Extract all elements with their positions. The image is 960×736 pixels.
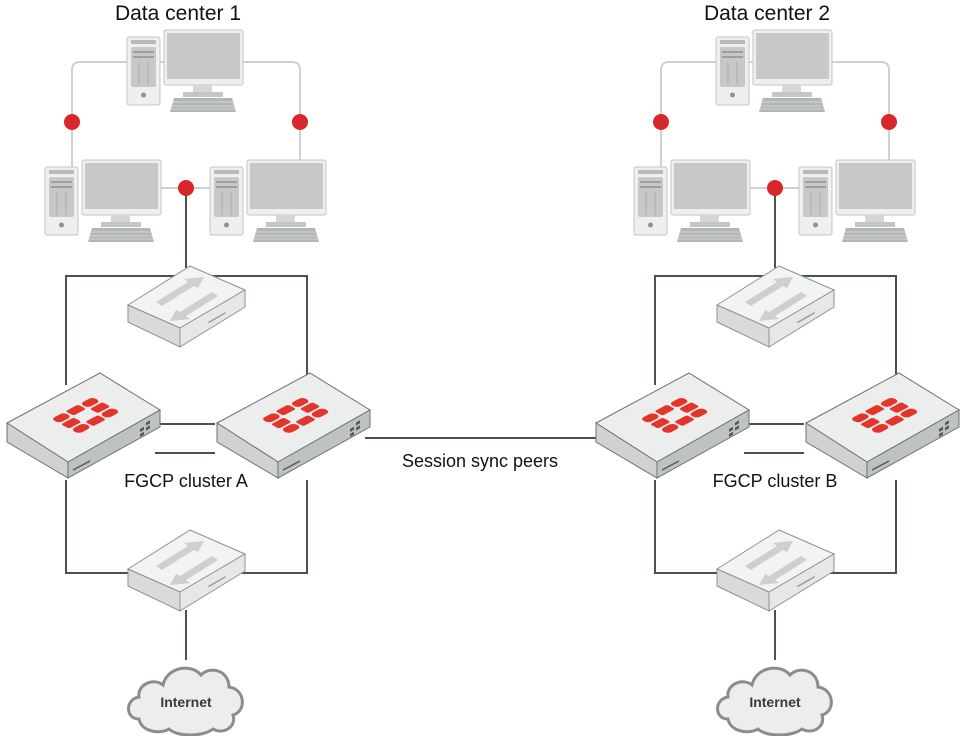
node-dot bbox=[653, 114, 669, 130]
node-dot bbox=[64, 114, 80, 130]
computer-icon bbox=[633, 159, 751, 243]
cluster-label: FGCP cluster B bbox=[713, 471, 838, 491]
computer-icon bbox=[798, 159, 916, 243]
fortigate-firewall-icon bbox=[216, 372, 371, 479]
fortigate-firewall-icon bbox=[595, 372, 750, 479]
internet-label: Internet bbox=[749, 694, 801, 710]
computer-icon bbox=[44, 159, 162, 243]
session-sync-label: Session sync peers bbox=[402, 451, 558, 471]
node-dot bbox=[767, 180, 783, 196]
node-dot bbox=[178, 180, 194, 196]
node-dot bbox=[292, 114, 308, 130]
computer-icon bbox=[126, 29, 244, 113]
fortigate-firewall-icon bbox=[805, 372, 960, 479]
data-center-title: Data center 1 bbox=[115, 2, 241, 25]
fortigate-firewall-icon bbox=[6, 372, 161, 479]
computer-icon bbox=[715, 29, 833, 113]
internet-label: Internet bbox=[160, 694, 212, 710]
switch-icon bbox=[127, 529, 246, 612]
computer-icon bbox=[209, 159, 327, 243]
data-center-title: Data center 2 bbox=[704, 2, 830, 25]
data-center-1: Data center 1 FGCP cluster A Internet bbox=[6, 2, 371, 736]
switch-icon bbox=[716, 529, 835, 612]
switch-icon bbox=[127, 265, 246, 348]
node-dot bbox=[881, 114, 897, 130]
switch-icon bbox=[716, 265, 835, 348]
cluster-label: FGCP cluster A bbox=[124, 471, 248, 491]
data-center-2: Data center 2 FGCP cluster B Internet bbox=[595, 2, 960, 736]
